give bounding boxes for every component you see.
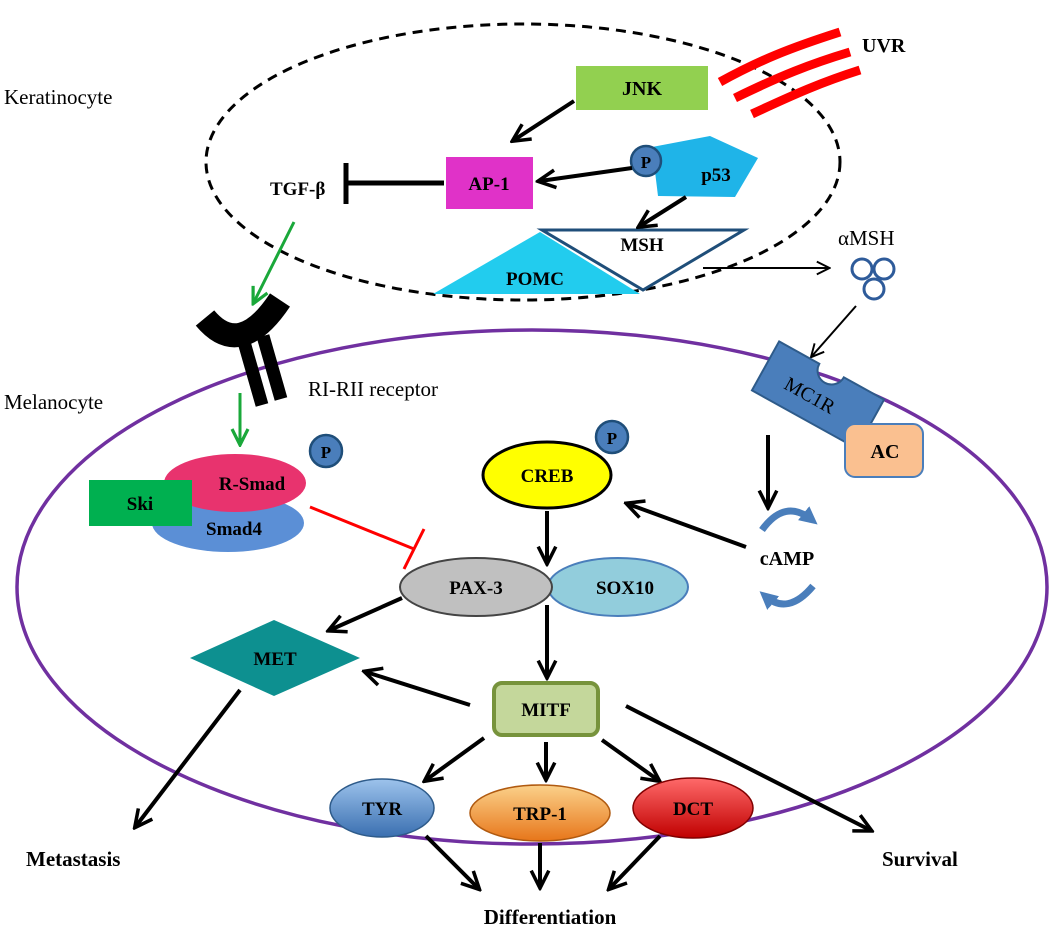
tgfb-to-receptor-edge: [254, 221, 296, 302]
ski-label: Ski: [127, 494, 153, 515]
dct-node: [632, 777, 754, 839]
ap1-label: AP-1: [468, 174, 509, 195]
survival-label: Survival: [882, 847, 958, 871]
mc1r-node: [750, 340, 886, 450]
ap1-inhibits-tgfb-edge: [343, 163, 444, 204]
metastasis-label: Metastasis: [26, 847, 120, 871]
uvr-label: UVR: [862, 35, 906, 57]
receptor-label: RI-RII receptor: [308, 377, 438, 401]
mitf-to-dct-edge: [600, 738, 658, 780]
ac-label: AC: [871, 441, 900, 463]
msh-node: [536, 228, 750, 292]
rsmad-label: R-Smad: [219, 474, 286, 495]
amsh-label: αMSH: [838, 226, 895, 250]
amsh-to-mc1r-edge: [812, 305, 857, 356]
rsmad-phospho-label: P: [321, 443, 331, 462]
mitf-to-tyr-edge: [426, 736, 486, 780]
jnk-label: JNK: [622, 78, 662, 100]
pomc-label: POMC: [506, 269, 564, 290]
mitf-to-survival-edge: [625, 704, 870, 830]
ac-node: [844, 423, 924, 478]
dct-to-differentiation-edge: [610, 834, 662, 888]
pomc-node: [433, 232, 640, 294]
creb-node: [481, 440, 613, 510]
ri-rii-receptor-icon: [195, 293, 290, 407]
p53-label: p53: [701, 165, 731, 186]
p53-phospho-label: P: [641, 153, 651, 172]
tyr-to-differentiation-edge: [424, 834, 478, 888]
p53-phospho-badge: [629, 144, 663, 178]
p53-to-ap1-edge: [540, 166, 633, 181]
camp-label: cAMP: [760, 548, 814, 570]
pax3-to-met-edge: [330, 596, 403, 630]
amsh-molecule-icon: [850, 257, 896, 301]
uvr-waves-icon: [717, 27, 862, 119]
tyr-label: TYR: [362, 799, 402, 820]
jnk-node: [576, 66, 708, 110]
p53-node: [652, 136, 758, 197]
rsmad-node: [164, 454, 306, 512]
trp1-label: TRP-1: [513, 804, 567, 825]
smad4-label: Smad4: [206, 519, 262, 540]
tyr-node: [329, 778, 435, 838]
sox10-label: SOX10: [596, 578, 654, 599]
creb-phospho-label: P: [607, 429, 617, 448]
met-to-metastasis-edge: [136, 688, 242, 826]
tgfb-label: TGF-β: [270, 179, 325, 200]
dct-label: DCT: [673, 799, 713, 820]
trp1-node: [469, 784, 611, 842]
met-label: MET: [253, 649, 297, 670]
pax3-label: PAX-3: [449, 578, 502, 599]
ski-node: [89, 480, 192, 526]
smad-inhibits-pax3-edge: [309, 505, 426, 570]
creb-label: CREB: [521, 466, 574, 487]
rsmad-phospho-badge: [308, 433, 344, 469]
ap1-node: [446, 157, 533, 209]
melanocyte-boundary: [15, 328, 1049, 846]
melanocyte-label: Melanocyte: [4, 390, 103, 414]
keratinocyte-label: Keratinocyte: [4, 85, 112, 109]
creb-phospho-badge: [594, 419, 630, 455]
differentiation-label: Differentiation: [484, 905, 617, 929]
camp-cycle-icon: [759, 506, 818, 610]
jnk-to-ap1-edge: [514, 99, 576, 140]
keratinocyte-boundary: [204, 22, 842, 302]
msh-label: MSH: [620, 235, 664, 256]
camp-to-creb-edge: [628, 504, 747, 549]
mitf-label: MITF: [521, 700, 571, 721]
pax3-node: [399, 557, 553, 617]
p53-to-pomc-edge: [640, 195, 688, 226]
met-node: [190, 620, 360, 696]
mitf-node: [492, 681, 600, 737]
mitf-to-met-edge: [366, 672, 471, 707]
